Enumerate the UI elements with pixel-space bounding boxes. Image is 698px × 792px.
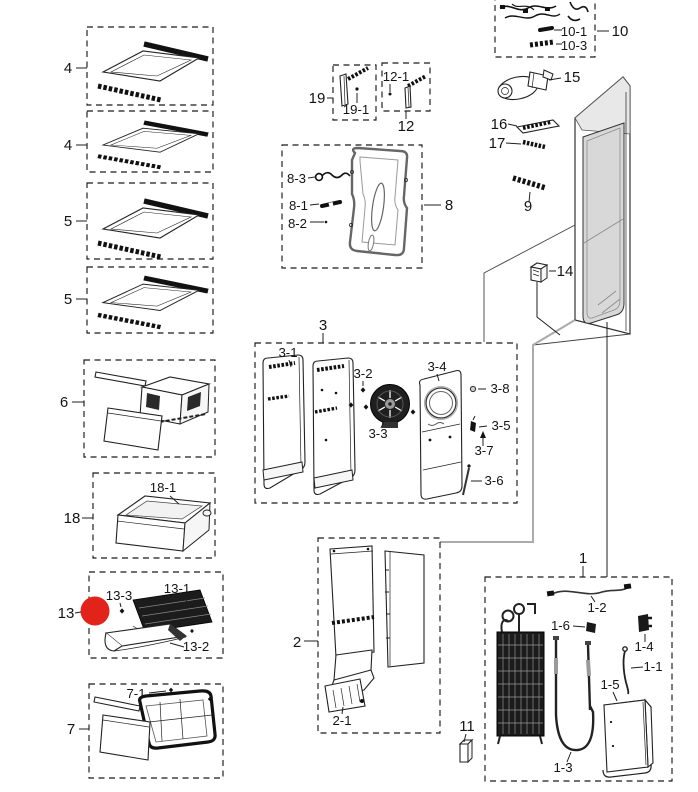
callout-8: 8 (445, 197, 453, 214)
callout-3-3: 3-3 (368, 426, 387, 441)
callout-16: 16 (491, 116, 508, 133)
callout-11: 11 (459, 718, 475, 735)
callout-8-3: 8-3 (287, 171, 306, 186)
cabinet-top-face (574, 76, 631, 135)
callout-2: 2 (293, 634, 301, 651)
callout-6: 6 (60, 394, 68, 411)
callout-2-1: 2-1 (332, 713, 351, 728)
group-rail-12: 12-1 12 (381, 62, 431, 135)
callout-1-2: 1-2 (587, 600, 606, 615)
callout-14: 14 (557, 263, 574, 280)
callout-1-3: 1-3 (553, 760, 572, 775)
part-sensor-14: 14 (529, 262, 574, 336)
callout-18-1: 18-1 (150, 480, 176, 495)
group-ice-bin: 6 (60, 359, 216, 458)
fan-blade (370, 384, 410, 428)
group-basket: 7-1 7 (67, 683, 224, 779)
callout-8-2: 8-2 (288, 216, 307, 231)
group-shelf-5-top: 5 (64, 182, 214, 259)
callout-3-2: 3-2 (353, 366, 372, 381)
callout-19: 19 (309, 90, 326, 107)
callout-10-3: 10-3 (561, 38, 587, 53)
callout-4a: 4 (64, 60, 72, 77)
callout-3-6: 3-6 (484, 473, 503, 488)
callout-13-1: 13-1 (164, 581, 190, 596)
callout-1-6: 1-6 (551, 618, 570, 633)
group-shelf-4-top: 4 (64, 26, 214, 106)
group-frame-8: 8-3 8-1 8-2 8 (281, 144, 453, 269)
callout-10: 10 (612, 23, 629, 40)
callout-1-5: 1-5 (600, 677, 619, 692)
callout-17: 17 (489, 135, 506, 152)
callout-15: 15 (564, 69, 581, 86)
part-screw-17: 17 (489, 135, 546, 152)
group-duct: 2-1 2 (293, 537, 441, 734)
group-bracket-19: 19-1 19 (309, 64, 377, 121)
callout-7: 7 (67, 721, 75, 738)
callout-3-8: 3-8 (490, 381, 509, 396)
group-shelf-5-bottom: 5 (64, 266, 214, 334)
callout-12: 12 (398, 118, 415, 135)
callout-13-3: 13-3 (106, 588, 132, 603)
highlight-marker (80, 596, 110, 626)
callout-7-1: 7-1 (126, 686, 145, 701)
callout-19-1: 19-1 (343, 102, 369, 117)
part-auger-motor: 15 (497, 69, 581, 101)
callout-12-1: 12-1 (383, 69, 409, 84)
callout-5a: 5 (64, 213, 72, 230)
callout-8-1: 8-1 (289, 198, 308, 213)
callout-3-5: 3-5 (491, 418, 510, 433)
callout-3-7: 3-7 (474, 443, 493, 458)
callout-10-1: 10-1 (561, 24, 587, 39)
group-drawer: 18-1 18 (64, 472, 216, 559)
cabinet-liner-drawing (440, 76, 631, 577)
group-harness: 10-1 10-3 10 (494, 0, 629, 58)
cabinet-outline-gray (440, 319, 576, 543)
callout-5b: 5 (64, 291, 72, 308)
callout-18: 18 (64, 510, 81, 527)
callout-9: 9 (524, 198, 532, 215)
group-fan-assembly: 3 3-1 3-2 3-3 3-4 3-8 3-5 (254, 317, 518, 504)
callout-13: 13 (58, 605, 75, 622)
callout-1-4: 1-4 (634, 639, 653, 654)
part-spacer-11: 11 (458, 718, 475, 764)
callout-1-1: 1-1 (643, 659, 662, 674)
callout-1: 1 (579, 550, 587, 567)
part-bracket-16: 16 (491, 116, 561, 134)
group-grille: 13-1 13-3 13-2 13 (58, 571, 224, 659)
group-evaporator: 1 1-2 1-6 1-4 1-1 1-5 (484, 550, 673, 782)
callout-4b: 4 (64, 137, 72, 154)
callout-3: 3 (319, 317, 327, 334)
group-shelf-4-bottom: 4 (64, 110, 214, 173)
callout-3-1: 3-1 (278, 345, 297, 360)
callout-13-2: 13-2 (183, 639, 209, 654)
callout-3-4: 3-4 (427, 359, 446, 374)
freezer-opening (582, 122, 625, 324)
part-bar-9: 9 (512, 175, 547, 215)
